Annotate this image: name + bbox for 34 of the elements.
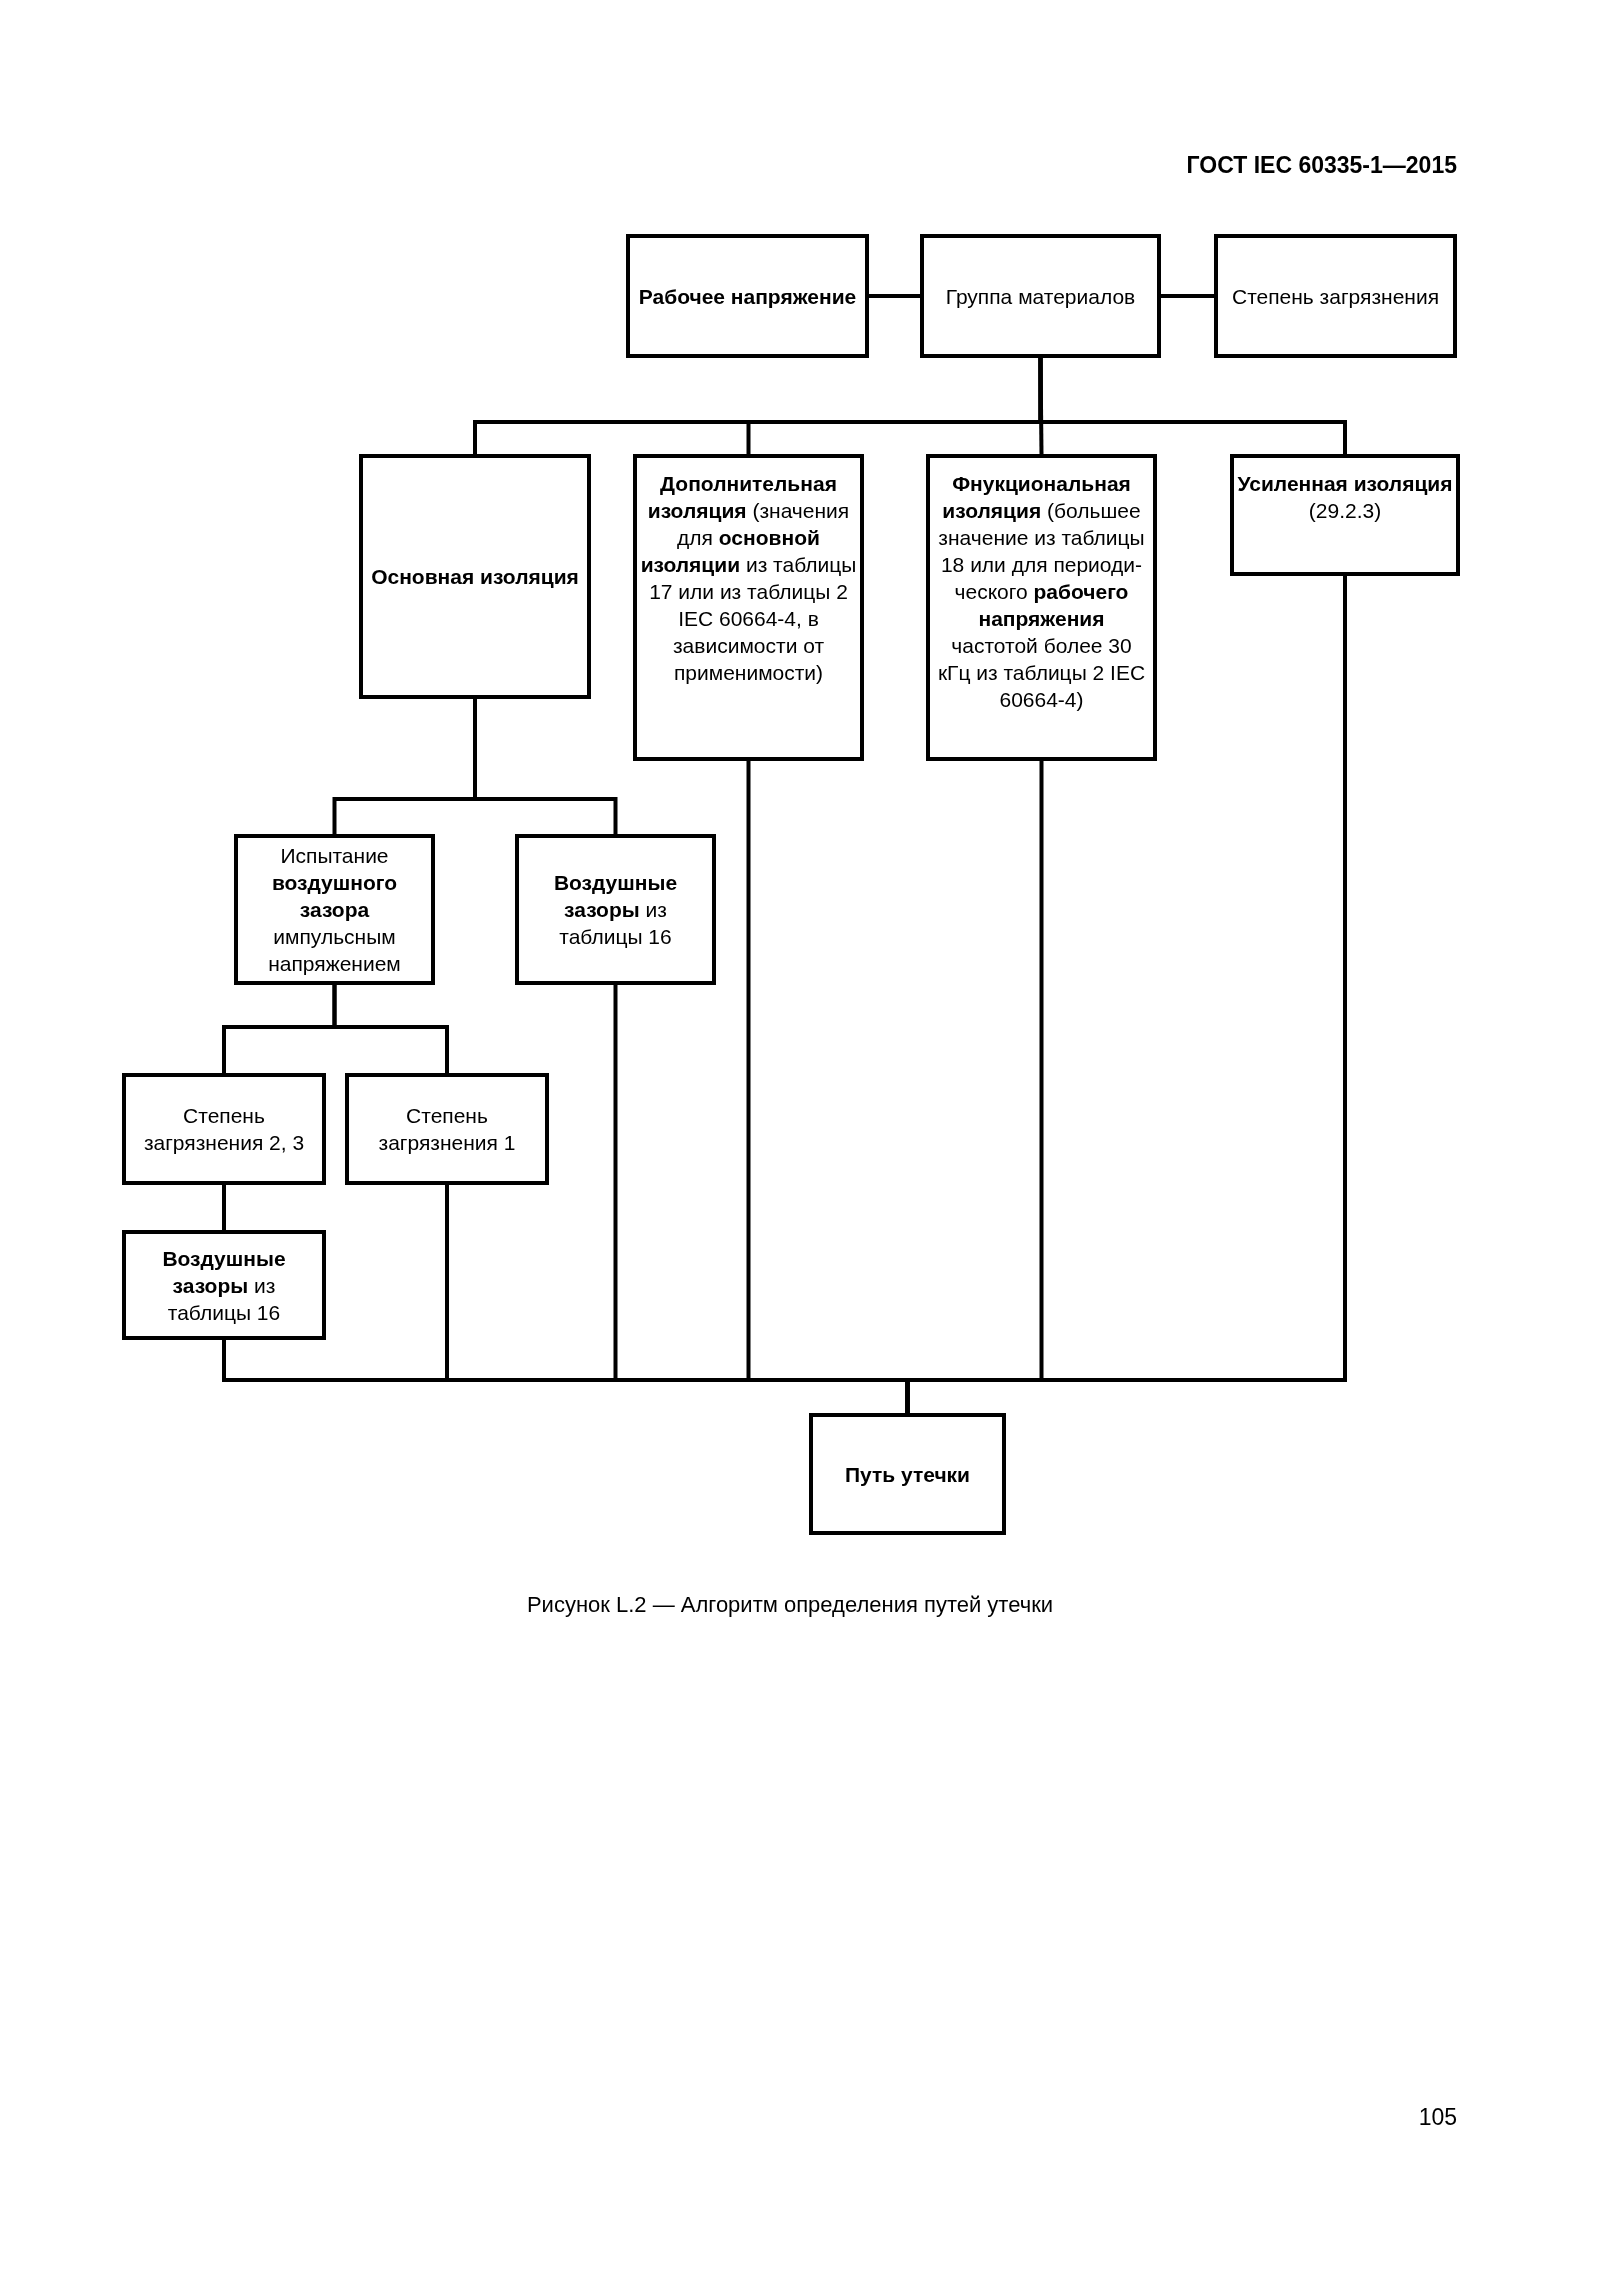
box-text: Основная изоляция (371, 564, 579, 590)
page-number: 105 (1418, 2104, 1457, 2131)
box-text: Степень загрязнения (1231, 283, 1439, 310)
connector-line (332, 983, 449, 1075)
box-text: Испытание воздушного зазора импульсным напряжением (267, 843, 402, 977)
box-text: Усиленная изоляция (29.2.3) (1237, 471, 1453, 524)
box-text: Воздушные зазоры из таблицы 16 (161, 1245, 287, 1326)
box-text: Степень загрязнения 1 (377, 1103, 517, 1156)
process-box (626, 234, 869, 358)
box-text: Фнукциональная изоляция (большее значение из таблицы 18 или для периоди- ческого рабочего напряжения частотой более 30 кГц из таблицы 2 IEC 60664-4) (936, 471, 1147, 713)
process-box (926, 454, 1157, 761)
box-text: Степень загрязнения 2, 3 (142, 1103, 306, 1156)
figure-caption: Рисунок L.2 — Алгоритм определения путей утечки (525, 1592, 1055, 1618)
process-box (122, 1073, 326, 1185)
process-box (920, 234, 1161, 358)
process-box (1230, 454, 1460, 576)
process-box (234, 834, 435, 985)
box-text: Путь утечки (844, 1461, 970, 1488)
connector-line (222, 1183, 226, 1232)
process-box (122, 1230, 326, 1340)
process-box (359, 454, 591, 699)
connector-line (1038, 356, 1347, 456)
connector-line (473, 697, 618, 836)
process-box (809, 1413, 1006, 1535)
process-box (1214, 234, 1457, 358)
box-text: Дополнительная изоляция (значения для основной изоляции из таблицы 17 или из таблицы 2 IEC 60664-4, в зависимости от применимости) (640, 471, 857, 686)
process-box (515, 834, 716, 985)
box-text: Рабочее напряжение (638, 283, 857, 310)
process-box (633, 454, 864, 761)
connector-line (1038, 356, 1044, 456)
document-header: ГОСТ IEC 60335-1—2015 (1186, 152, 1457, 179)
box-text: Воздушные зазоры из таблицы 16 (552, 870, 679, 950)
process-box (345, 1073, 549, 1185)
box-text: Группа материалов (945, 283, 1136, 310)
